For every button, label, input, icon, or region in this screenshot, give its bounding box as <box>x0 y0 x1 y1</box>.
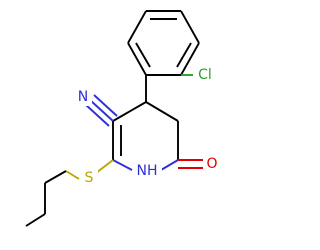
ring-bond <box>145 101 179 122</box>
nh-label-background <box>133 162 162 180</box>
sulfur-label: S <box>85 170 94 186</box>
carbonyl-group <box>178 159 204 169</box>
atom-labels: N S NH O Cl <box>76 66 221 187</box>
sulfur-bond <box>65 170 80 180</box>
nitrogen-ring-bond <box>160 159 179 171</box>
sulfur-label-background <box>80 169 98 187</box>
dihydropyridone-ring <box>112 75 179 171</box>
aromatic-inner-bond <box>135 42 151 68</box>
aromatic-bond <box>180 10 200 44</box>
chlorine-label: Cl <box>198 67 212 83</box>
chlorine-label-background <box>193 66 217 84</box>
nitrogen-ring-bond <box>112 159 133 171</box>
nitrile-bond <box>89 99 114 122</box>
nitrile-n-label-background <box>76 88 92 106</box>
aromatic-inner-bond <box>176 42 192 68</box>
nitrile-n-label: N <box>78 89 88 105</box>
alkyl-bond <box>25 213 46 227</box>
nh-label: NH <box>137 163 158 179</box>
chemical-structure-diagram: N S NH O Cl <box>25 10 221 227</box>
chlorophenyl-ring <box>127 10 200 76</box>
alkyl-bond <box>44 170 67 184</box>
butylthio-chain <box>25 159 114 227</box>
sulfur-bond <box>95 159 114 174</box>
nitrile-triple-bond <box>93 94 118 117</box>
oxygen-label: O <box>206 156 217 172</box>
oxygen-label-background <box>203 155 221 173</box>
nitrile-triple-bond <box>85 104 110 127</box>
aromatic-bond <box>127 10 147 44</box>
nitrile-group <box>85 94 118 127</box>
ring-bond <box>112 101 147 122</box>
aromatic-bond <box>127 42 147 76</box>
aromatic-bond <box>180 42 200 76</box>
